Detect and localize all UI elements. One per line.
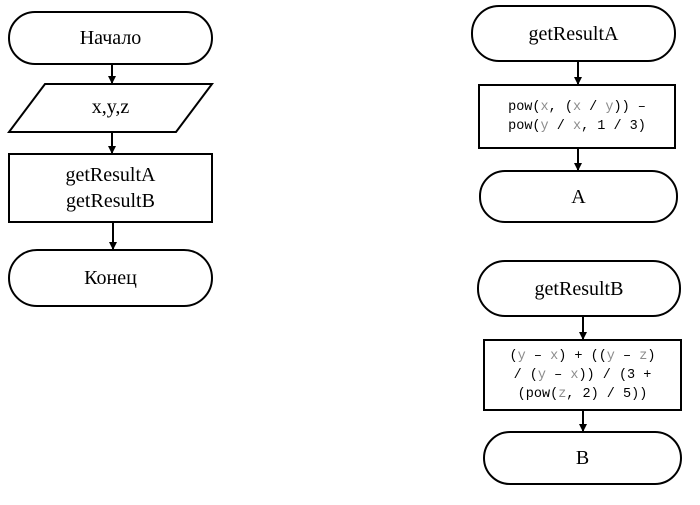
code-token: , 2) / 5)) (566, 386, 648, 402)
code-token: ) + (( (558, 348, 607, 364)
code-variable: y (606, 348, 615, 364)
code-variable: x (570, 367, 579, 383)
code-variable: y (517, 348, 526, 364)
start-text: Начало (79, 27, 142, 49)
end-text: Конец (84, 267, 137, 289)
func-b-result-label: B (484, 432, 681, 484)
func-a-label: getResultA (472, 6, 675, 61)
code-token: (pow( (517, 386, 559, 402)
code-variable: y (537, 367, 547, 383)
code-variable: y (540, 118, 549, 134)
code-variable: x (550, 348, 559, 364)
code-token: , 1 / 3) (581, 118, 646, 134)
code-token: )) – (613, 99, 646, 115)
func-b-code-line: (pow(z, 2) / 5)) (518, 385, 648, 404)
code-token: – (614, 348, 640, 364)
func-a-code: pow(x, (x / y)) – pow(y / x, 1 / 3) (479, 85, 675, 148)
code-token: / (548, 118, 573, 134)
process-box (8, 153, 213, 223)
func-b-code-line: / (y – x)) / (3 + (514, 366, 652, 385)
code-variable: y (605, 99, 614, 115)
func-a-code-line: pow(y / x, 1 / 3) (508, 117, 646, 136)
code-variable: x (572, 118, 582, 134)
func-b-terminator (477, 260, 681, 317)
func-a-result-label: A (480, 171, 677, 222)
code-token: pow( (508, 118, 541, 134)
func-a-result-terminator (479, 170, 678, 223)
start-label: Начало (9, 12, 212, 64)
func-a-terminator (471, 5, 676, 62)
func-b-code: (y – x) + ((y – z) / (y – x)) / (3 + (po… (484, 340, 681, 410)
process-label: getResultA getResultB (9, 154, 212, 222)
end-terminator (8, 249, 213, 307)
code-variable: x (540, 99, 549, 115)
func-b-result-terminator (483, 431, 682, 485)
func-a-result-text: A (571, 185, 586, 208)
code-variable: z (639, 348, 648, 364)
input-text: x,y,z (91, 96, 130, 118)
code-token: – (546, 367, 571, 383)
input-parallelogram (7, 83, 214, 133)
code-variable: x (572, 99, 582, 115)
start-terminator (8, 11, 213, 65)
code-token: )) / (3 + (578, 367, 652, 383)
func-b-label: getResultB (478, 261, 680, 316)
func-b-result-text: B (575, 447, 590, 469)
code-token: pow( (508, 99, 541, 115)
func-a-name: getResultA (528, 22, 619, 45)
func-b-code-line: (y – x) + ((y – z) (510, 347, 656, 366)
process-call-b: getResultB (66, 190, 155, 212)
code-token: – (525, 348, 551, 364)
code-token: ( (509, 348, 518, 364)
input-label: x,y,z (9, 84, 212, 130)
code-token: / ( (513, 367, 538, 383)
code-token: ) (647, 348, 656, 364)
func-b-name: getResultB (534, 277, 624, 300)
code-variable: z (558, 386, 567, 402)
func-a-code-line: pow(x, (x / y)) – (508, 98, 646, 117)
end-label: Конец (9, 250, 212, 306)
code-token: , ( (548, 99, 573, 115)
code-token: / (581, 99, 606, 115)
process-call-a: getResultA (65, 164, 156, 186)
